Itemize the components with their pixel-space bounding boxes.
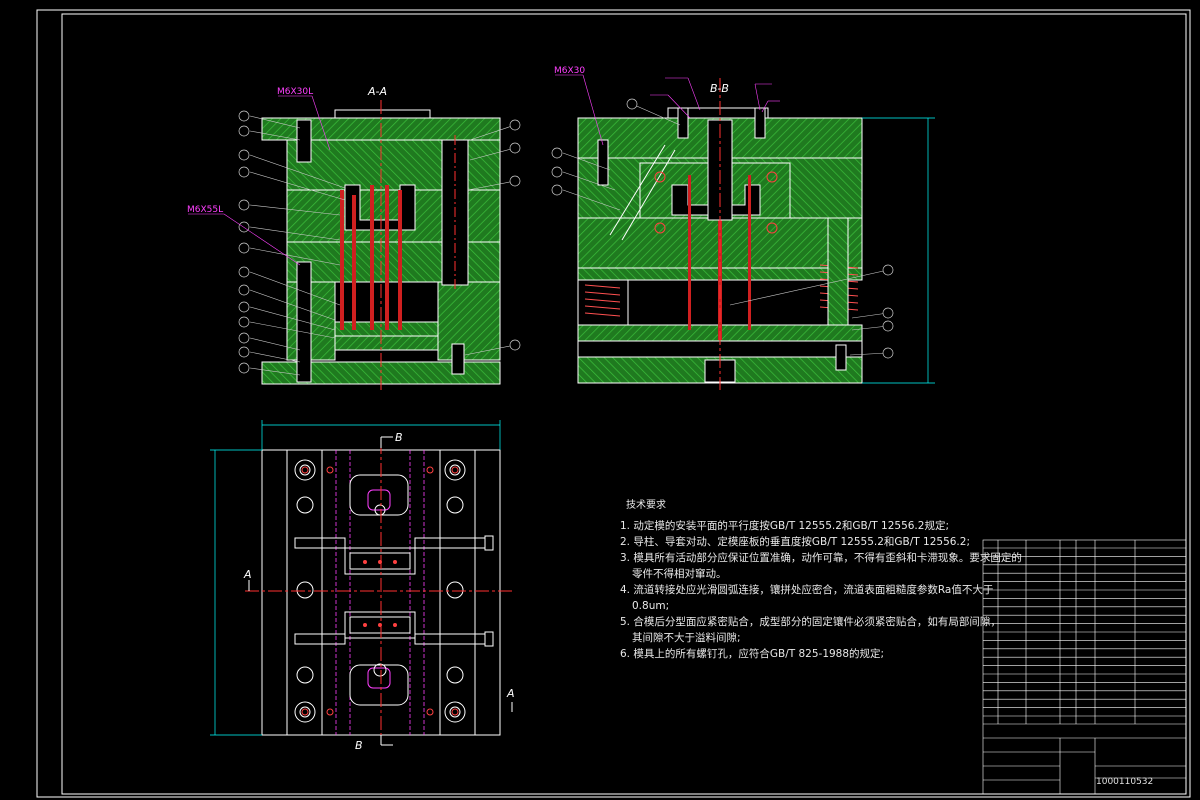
section-a-left-label: A	[243, 568, 252, 581]
callout-m6x55l: M6X55L	[187, 205, 223, 215]
plan-view-dimensions	[210, 420, 501, 736]
section-bb-dimension	[862, 117, 935, 384]
callout-m6x30: M6X30	[554, 66, 585, 76]
technical-note-line: 1. 动定模的安装平面的平行度按GB/T 12555.2和GB/T 12556.…	[620, 520, 949, 532]
outer-border	[36, 9, 1191, 798]
technical-note-line: 零件不得相对窜动。	[632, 568, 727, 580]
technical-notes-title: 技术要求	[626, 500, 666, 511]
section-aa-view	[261, 100, 501, 390]
technical-note-line: 0.8um;	[632, 600, 670, 612]
inner-border	[61, 13, 1187, 795]
technical-note-line: 4. 流道转接处应光滑圆弧连接，镶拼处应密合，流道表面粗糙度参数Ra值不大于	[620, 584, 994, 596]
technical-notes: 技术要求 1. 动定模的安装平面的平行度按GB/T 12555.2和GB/T 1…	[620, 498, 1022, 662]
callout-m6x30l: M6X30L	[277, 87, 313, 97]
drawing-number: 1000110532	[1096, 777, 1154, 787]
section-bb-label: B-B	[710, 82, 729, 95]
technical-note-line: 3. 模具所有活动部分应保证位置准确，动作可靠，不得有歪斜和卡滞现象。要求固定的	[620, 552, 1022, 564]
technical-note-line: 2. 导柱、导套对动、定模座板的垂直度按GB/T 12555.2和GB/T 12…	[620, 536, 970, 548]
section-cut-markers	[248, 436, 513, 746]
section-aa-callouts	[249, 115, 516, 376]
technical-note-line: 6. 模具上的所有螺钉孔，应符合GB/T 825-1988的规定;	[620, 648, 885, 660]
section-b-bottom-label: B	[355, 739, 363, 752]
section-a-right-label: A	[506, 687, 515, 700]
section-b-top-label: B	[395, 431, 403, 444]
section-aa-callout-bubbles	[238, 110, 521, 374]
section-bb-callouts	[562, 103, 889, 356]
section-bb-view	[577, 78, 863, 390]
section-aa-label: A-A	[367, 85, 387, 98]
plan-view	[245, 440, 515, 745]
technical-note-line: 其间隙不大于溢料间隙;	[632, 632, 741, 644]
section-bb-callout-bubbles	[551, 98, 894, 359]
technical-note-line: 5. 合模后分型面应紧密贴合，成型部分的固定镶件必须紧密贴合，如有局部间隙，	[620, 616, 1001, 628]
bom-table	[982, 539, 1187, 795]
